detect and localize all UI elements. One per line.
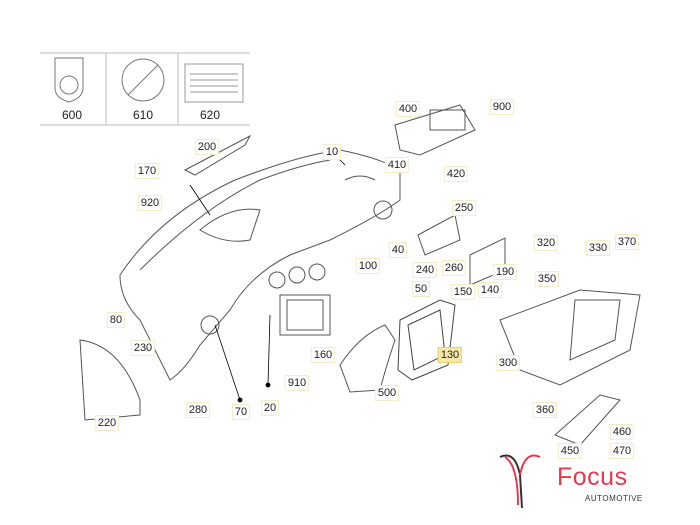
part-label[interactable]: 40 <box>388 242 408 258</box>
part-label[interactable]: 410 <box>384 157 410 173</box>
part-label[interactable]: 920 <box>137 195 163 211</box>
part-label[interactable]: 250 <box>451 200 477 216</box>
part-label-highlighted[interactable]: 130 <box>437 347 463 363</box>
frame-130 <box>397 299 456 381</box>
brackets-240 <box>417 214 461 256</box>
part-label[interactable]: 450 <box>557 443 583 459</box>
center-bezel-500 <box>339 324 396 393</box>
part-label[interactable]: 190 <box>492 264 518 280</box>
part-label[interactable]: 50 <box>411 281 431 297</box>
part-label[interactable]: 240 <box>412 262 438 278</box>
trim-strip-200 <box>183 134 252 176</box>
info-label-icon <box>184 63 244 103</box>
part-label[interactable]: 150 <box>450 284 476 300</box>
leader-lines <box>189 151 346 403</box>
part-label[interactable]: 160 <box>310 347 336 363</box>
part-label[interactable]: 330 <box>585 240 611 256</box>
part-label[interactable]: 220 <box>94 415 120 431</box>
part-label[interactable]: 300 <box>495 355 521 371</box>
brand-subtitle: AUTOMOTIVE <box>585 494 643 503</box>
label-panel <box>40 52 250 126</box>
part-label[interactable]: 170 <box>134 163 160 179</box>
display-unit-400 <box>394 104 476 156</box>
glovebox-300 <box>499 289 641 386</box>
part-label[interactable]: 360 <box>532 402 558 418</box>
part-label[interactable]: 200 <box>194 139 220 155</box>
part-label[interactable]: 230 <box>130 340 156 356</box>
part-label[interactable]: 900 <box>489 99 515 115</box>
part-label[interactable]: 100 <box>355 258 381 274</box>
part-label[interactable]: 20 <box>260 400 280 416</box>
part-label[interactable]: 500 <box>374 385 400 401</box>
part-label[interactable]: 10 <box>322 144 342 160</box>
focus-logo-mark <box>499 454 541 509</box>
warning-label-icon <box>54 57 84 103</box>
part-label[interactable]: 350 <box>534 271 560 287</box>
part-label[interactable]: 910 <box>284 375 310 391</box>
part-label[interactable]: 280 <box>185 402 211 418</box>
part-label[interactable]: 370 <box>614 234 640 250</box>
part-label[interactable]: 80 <box>106 312 126 328</box>
part-label[interactable]: 70 <box>231 404 251 420</box>
brand-name: Focus <box>557 463 628 491</box>
part-label[interactable]: 420 <box>443 166 469 182</box>
part-label[interactable]: 400 <box>395 101 421 117</box>
part-label[interactable]: 460 <box>609 424 635 440</box>
part-label[interactable]: 260 <box>441 260 467 276</box>
glovebox-lid-360 <box>554 394 621 446</box>
part-label-600[interactable]: 600 <box>61 108 83 122</box>
part-label-610[interactable]: 610 <box>132 108 154 122</box>
part-label-620[interactable]: 620 <box>199 108 221 122</box>
part-label[interactable]: 320 <box>533 235 559 251</box>
airbag-label-icon <box>121 58 165 102</box>
dashboard-carrier <box>119 149 401 381</box>
part-label[interactable]: 470 <box>609 443 635 459</box>
cover-220 <box>79 339 141 421</box>
part-label[interactable]: 140 <box>477 282 503 298</box>
